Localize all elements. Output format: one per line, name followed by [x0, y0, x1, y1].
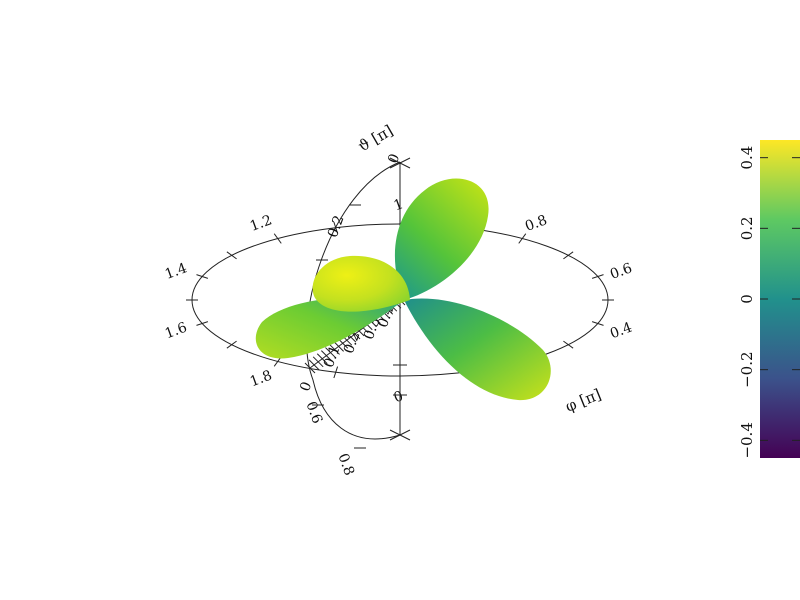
phi-tick-mark [591, 321, 604, 326]
radius-tick-label: 0 [297, 380, 315, 394]
phi-tick-label: 1.8 [248, 368, 274, 391]
phi-tick-label: 0.8 [523, 212, 549, 235]
phi-tick-label: 0.4 [608, 320, 634, 343]
phi-tick-mark [226, 251, 237, 260]
colorbar-tick-label: 0.2 [738, 216, 756, 240]
phi-tick-label: 1.6 [163, 320, 189, 343]
phi-tick-mark [273, 233, 282, 244]
theta-tick-label: 0.8 [334, 451, 357, 477]
phi-tick-mark [196, 274, 209, 279]
phi-tick-mark [226, 340, 237, 349]
lobe-phi-1.2 [312, 255, 410, 312]
phi-tick-label: 0 [392, 388, 406, 406]
colorbar-tick-label: 0.4 [738, 146, 756, 170]
colorbar: 0.4 0.2 0 −0.2 −0.4 [738, 140, 800, 459]
lobe-phi-0.3 [394, 178, 489, 300]
phi-tick-label: 1.2 [248, 212, 274, 235]
phi-tick-label: 0.6 [608, 260, 634, 283]
lobe-phi-0.9 [404, 298, 551, 401]
colorbar-tick-label: −0.2 [738, 351, 756, 387]
phi-tick-mark [591, 274, 604, 279]
theta-tick-label: 0.6 [302, 399, 325, 425]
phi-tick-mark [196, 321, 209, 326]
phi-tick-label: 1 [392, 196, 406, 214]
phi-tick-mark [518, 233, 527, 244]
surface-lobes [255, 178, 551, 401]
radius-tick-label: 0.1 [321, 343, 344, 369]
theta-axis-arc [306, 161, 401, 440]
theta-tick-label: 0.2 [325, 213, 348, 239]
phi-axis-title: φ [π] [563, 385, 604, 415]
phi-tick-mark [333, 366, 339, 379]
lobe-phi-1.8 [255, 296, 404, 359]
colorbar-tick-label: 0 [738, 294, 756, 304]
colorbar-ticks: 0.4 0.2 0 −0.2 −0.4 [738, 146, 800, 459]
phi-tick-mark [563, 340, 574, 349]
theta-axis-title: ϑ [π] [355, 121, 396, 155]
phi-tick-label: 1.4 [163, 260, 189, 283]
phi-tick-mark [563, 251, 574, 260]
colorbar-tick-label: −0.4 [738, 422, 756, 458]
